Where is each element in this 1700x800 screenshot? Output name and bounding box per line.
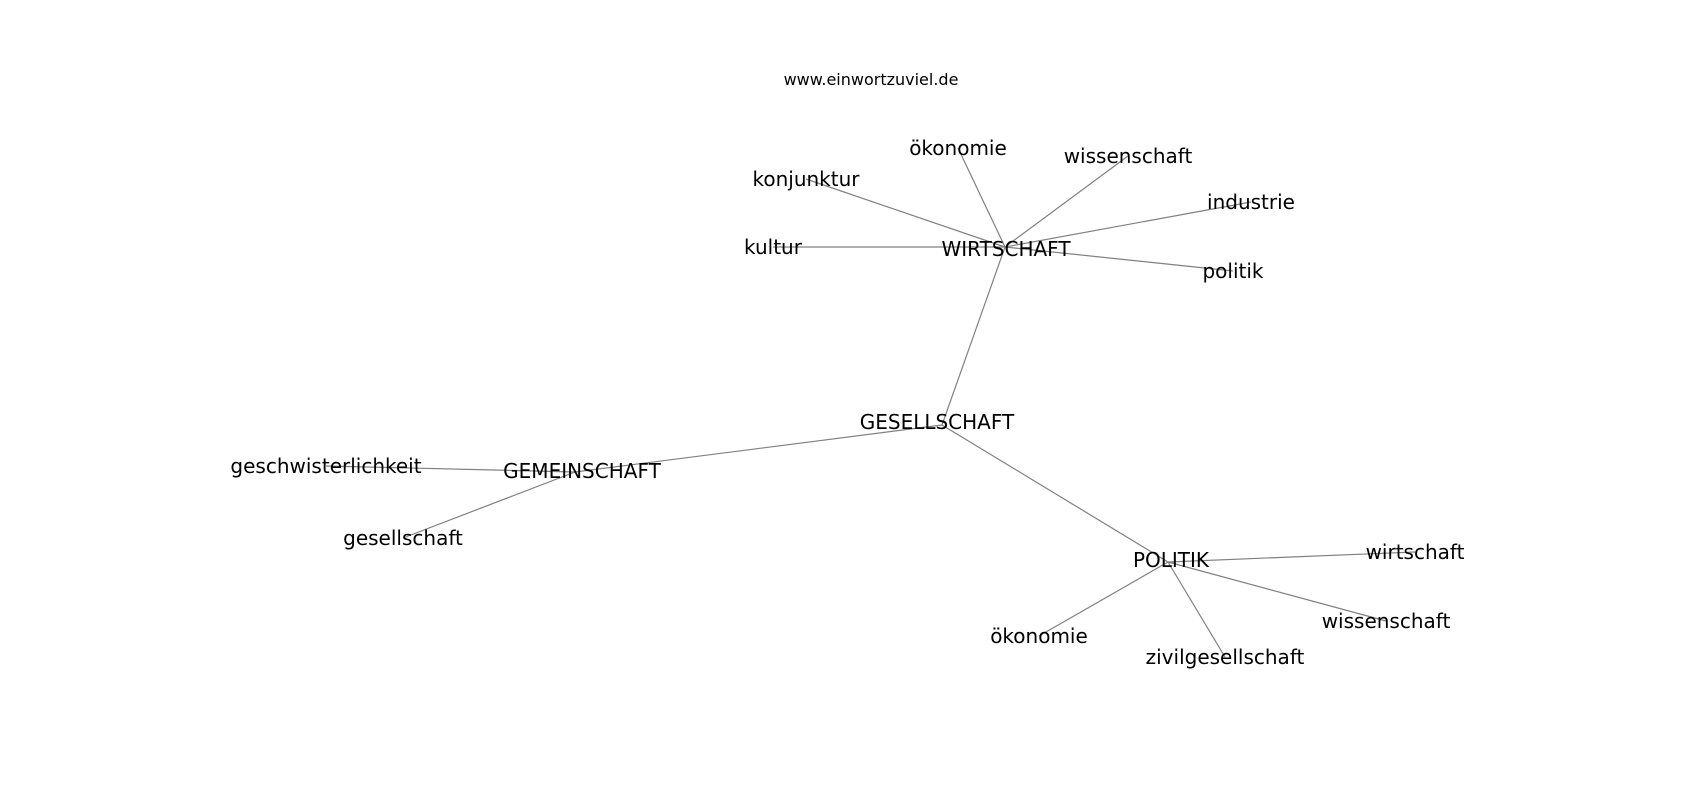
node-label-wirtschaft_hub: WIRTSCHAFT <box>941 237 1071 261</box>
edge-politik_hub-p_zivilgesellschaft <box>1167 561 1226 658</box>
node-label-p_wirtschaft: wirtschaft <box>1366 540 1465 564</box>
edge-wirtschaft_hub-w_politik <box>1004 246 1234 272</box>
edge-gesellschaft_hub-wirtschaft_hub <box>941 246 1006 426</box>
edge-politik_hub-p_oekonomie <box>1038 561 1169 637</box>
node-label-g_geschwisterlichkeit: geschwisterlichkeit <box>230 454 421 478</box>
node-label-w_oekonomie: ökonomie <box>909 136 1007 160</box>
node-label-p_oekonomie: ökonomie <box>990 624 1088 648</box>
node-label-w_politik: politik <box>1202 259 1263 283</box>
edge-layer <box>325 147 1416 658</box>
source-watermark: www.einwortzuviel.de <box>783 70 959 89</box>
node-layer: GESELLSCHAFT WIRTSCHAFT GEMEINSCHAFT POLITI… <box>230 136 1464 669</box>
node-label-w_wissenschaft: wissenschaft <box>1064 144 1193 168</box>
edge-wirtschaft_hub-w_oekonomie <box>957 147 1006 248</box>
edge-gesellschaft_hub-gemeinschaft_hub <box>574 424 943 473</box>
node-label-gemeinschaft_hub: GEMEINSCHAFT <box>503 459 661 483</box>
edge-politik_hub-p_wissenschaft <box>1167 561 1387 622</box>
edge-politik_hub-p_wirtschaft <box>1167 551 1416 563</box>
edge-gesellschaft_hub-politik_hub <box>941 424 1169 563</box>
node-label-w_konjunktur: konjunktur <box>752 167 860 191</box>
node-label-p_wissenschaft: wissenschaft <box>1322 609 1451 633</box>
edge-gemeinschaft_hub-g_gesellschaft <box>402 471 576 539</box>
node-label-politik_hub: POLITIK <box>1133 548 1210 572</box>
edge-wirtschaft_hub-w_konjunktur <box>805 178 1006 248</box>
node-label-g_gesellschaft: gesellschaft <box>343 526 463 550</box>
node-label-w_industrie: industrie <box>1207 190 1295 214</box>
edge-gemeinschaft_hub-g_geschwisterlichkeit <box>325 465 576 473</box>
node-label-p_zivilgesellschaft: zivilgesellschaft <box>1146 645 1305 669</box>
edge-wirtschaft_hub-w_wissenschaft <box>1004 155 1129 248</box>
edge-wirtschaft_hub-w_industrie <box>1004 201 1252 248</box>
node-label-gesellschaft_hub: GESELLSCHAFT <box>860 410 1015 434</box>
node-label-w_kultur: kultur <box>744 235 803 259</box>
